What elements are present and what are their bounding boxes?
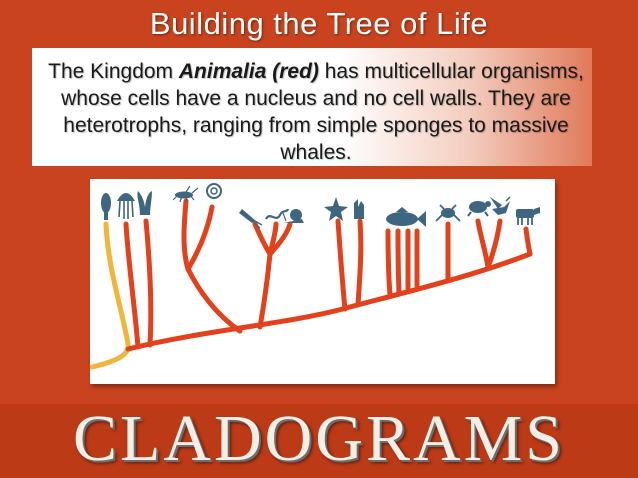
sponge-icon <box>101 193 111 220</box>
description-part1: The Kingdom <box>48 60 179 83</box>
branch-molluscs <box>257 251 273 330</box>
branch-insect <box>181 198 191 272</box>
turtle-icon <box>467 201 491 217</box>
branch-protostome <box>185 266 243 334</box>
trunk-branch <box>125 251 533 352</box>
branch-fish-2 <box>395 228 402 295</box>
description-part2: has multicellular organisms, whose cells… <box>61 60 584 164</box>
slide-title: Building the Tree of Life <box>149 6 489 41</box>
branch-jellyfish <box>123 221 141 350</box>
frog-icon <box>435 204 461 222</box>
footer-band <box>0 404 638 478</box>
bird-icon <box>490 196 511 215</box>
branch-sponge <box>90 221 131 370</box>
snail-shell-icon <box>206 183 222 199</box>
footer-title: CLADOGRAMS <box>72 402 566 475</box>
worm-icon <box>265 208 290 220</box>
starfish-icon <box>324 197 348 221</box>
branch-fish-1 <box>385 228 393 298</box>
sea-squirt-icon <box>354 199 364 219</box>
branch-bird <box>485 218 503 270</box>
branch-echinoderm <box>335 218 348 312</box>
cladogram-diagram <box>90 183 540 370</box>
jellyfish-icon <box>117 193 135 219</box>
fish-icon <box>386 207 426 227</box>
squid-icon <box>239 209 263 229</box>
description-text: The Kingdom Animalia (red) has multicell… <box>40 58 592 166</box>
branch-spiral <box>185 204 215 272</box>
cow-icon <box>516 207 540 225</box>
branch-squid <box>252 221 273 257</box>
coral-icon <box>137 191 152 215</box>
description-emphasis: Animalia (red) <box>178 60 319 83</box>
branch-seasquirt <box>355 218 364 308</box>
branch-mammal <box>523 226 533 257</box>
cladogram-panel <box>90 179 555 384</box>
branch-coral <box>143 218 154 348</box>
text-panel <box>32 48 592 166</box>
branch-snail <box>267 221 293 257</box>
insect-icon <box>172 185 199 203</box>
snail-icon <box>282 209 304 223</box>
branch-reptile-bird <box>475 218 491 270</box>
